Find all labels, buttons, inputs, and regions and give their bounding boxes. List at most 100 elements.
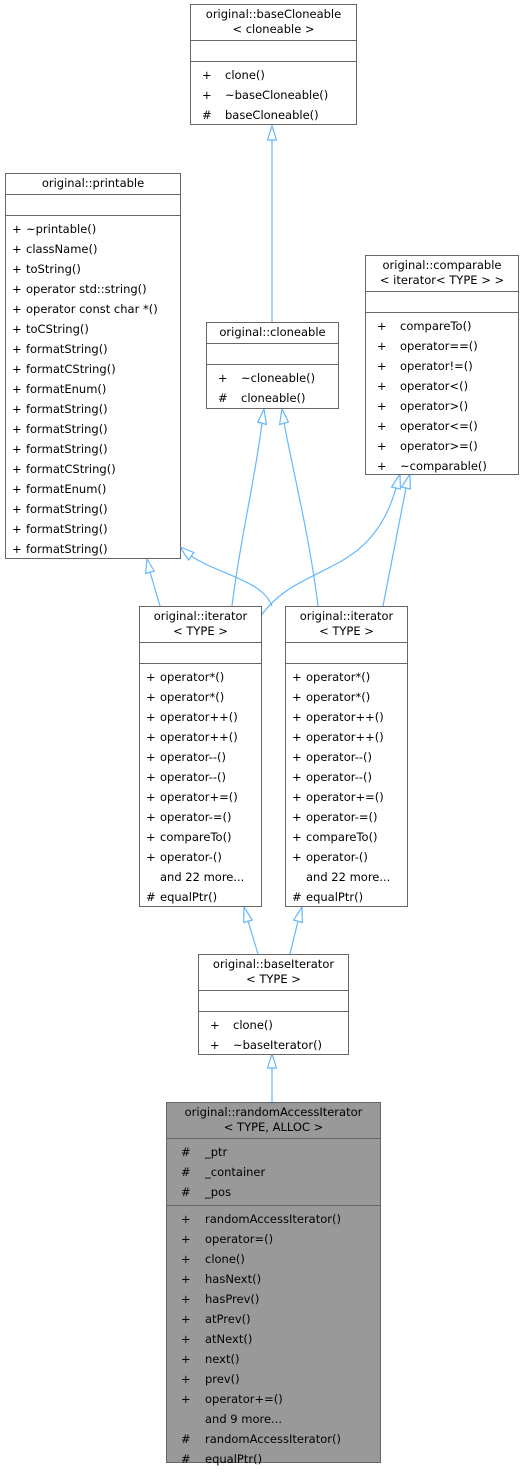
class-cloneable[interactable]: original::cloneable+~cloneable()#cloneab… [206, 322, 339, 409]
method-row[interactable]: +atPrev() [167, 1309, 380, 1329]
method-row[interactable]: #cloneable() [207, 388, 338, 408]
member-name: operator-=() [306, 810, 378, 824]
method-row[interactable]: +~baseIterator() [199, 1035, 348, 1055]
method-row[interactable]: +operator*() [140, 667, 261, 687]
method-row[interactable]: +operator-=() [286, 807, 407, 827]
method-row[interactable]: +operator std::string() [6, 279, 180, 299]
method-row[interactable]: +operator>() [366, 396, 518, 416]
method-row[interactable]: +formatString() [6, 339, 180, 359]
method-row[interactable]: +operator++() [140, 707, 261, 727]
method-row[interactable]: +clone() [167, 1249, 380, 1269]
class-baseIterator[interactable]: original::baseIterator< TYPE >+clone()+~… [198, 954, 349, 1055]
method-row[interactable]: +operator--() [286, 747, 407, 767]
method-row[interactable]: +operator++() [286, 727, 407, 747]
method-row[interactable]: +operator+=() [167, 1389, 380, 1409]
template-params: < iterator< TYPE > > [379, 273, 505, 287]
method-row[interactable]: #equalPtr() [286, 887, 407, 907]
method-row[interactable]: +operator--() [140, 767, 261, 787]
class-title: original::comparable< iterator< TYPE > > [366, 256, 518, 292]
method-row[interactable]: +operator<() [366, 376, 518, 396]
method-row[interactable]: +operator*() [140, 687, 261, 707]
method-row[interactable]: #randomAccessIterator() [167, 1429, 380, 1449]
method-row[interactable]: +~baseCloneable() [191, 85, 356, 105]
method-row[interactable]: #equalPtr() [140, 887, 261, 907]
member-name: hasNext() [205, 1272, 262, 1286]
method-row[interactable]: +operator--() [286, 767, 407, 787]
method-row[interactable]: +toString() [6, 259, 180, 279]
method-row[interactable]: +formatString() [6, 539, 180, 559]
visibility-marker: # [181, 1432, 191, 1446]
member-name: operator--() [160, 770, 226, 784]
method-row[interactable]: +formatCString() [6, 359, 180, 379]
method-row[interactable]: +next() [167, 1349, 380, 1369]
method-row[interactable]: +operator-() [286, 847, 407, 867]
method-row[interactable]: +operator==() [366, 336, 518, 356]
method-row[interactable]: +formatString() [6, 439, 180, 459]
method-row[interactable]: +operator const char *() [6, 299, 180, 319]
method-row[interactable]: +formatEnum() [6, 479, 180, 499]
class-randomAccessIterator[interactable]: original::randomAccessIterator< TYPE, AL… [166, 1102, 381, 1466]
method-row[interactable]: and 9 more... [167, 1409, 380, 1429]
class-printable[interactable]: original::printable+~printable()+classNa… [5, 173, 181, 559]
member-name: prev() [205, 1372, 240, 1386]
arrowhead-comparable-a [390, 472, 402, 490]
edge-iterator1-to-comparable [259, 487, 397, 618]
method-row[interactable]: +className() [6, 239, 180, 259]
class-name: original::printable [41, 176, 145, 190]
member-name: formatEnum() [26, 482, 107, 496]
method-row[interactable]: +operator<=() [366, 416, 518, 436]
method-row[interactable]: +compareTo() [286, 827, 407, 847]
member-name: operator==() [400, 339, 478, 353]
method-row[interactable]: +operator-() [140, 847, 261, 867]
method-row[interactable]: +prev() [167, 1369, 380, 1389]
method-row[interactable]: +operator+=() [286, 787, 407, 807]
visibility-marker: + [146, 750, 156, 764]
method-row[interactable]: +operator=() [167, 1229, 380, 1249]
method-row[interactable]: +hasPrev() [167, 1289, 380, 1309]
attribute-row[interactable]: #_ptr [167, 1142, 380, 1162]
method-row[interactable]: +formatString() [6, 519, 180, 539]
class-baseCloneable[interactable]: original::baseCloneable< cloneable >+clo… [190, 4, 357, 125]
method-row[interactable]: +randomAccessIterator() [167, 1209, 380, 1229]
method-row[interactable]: +operator*() [286, 687, 407, 707]
method-row[interactable]: +formatEnum() [6, 379, 180, 399]
method-row[interactable]: +operator+=() [140, 787, 261, 807]
visibility-marker: + [181, 1332, 191, 1346]
method-row[interactable]: +formatString() [6, 399, 180, 419]
attribute-row[interactable]: #_container [167, 1162, 380, 1182]
method-row[interactable]: +hasNext() [167, 1269, 380, 1289]
method-row[interactable]: +operator-=() [140, 807, 261, 827]
member-name: toString() [26, 262, 81, 276]
member-name: formatString() [26, 522, 108, 536]
methods-section: +operator*()+operator*()+operator++()+op… [140, 664, 261, 910]
method-row[interactable]: +atNext() [167, 1329, 380, 1349]
method-row[interactable]: +operator*() [286, 667, 407, 687]
method-row[interactable]: +operator++() [140, 727, 261, 747]
method-row[interactable]: +compareTo() [140, 827, 261, 847]
method-row[interactable]: +operator>=() [366, 436, 518, 456]
method-row[interactable]: +~printable() [6, 219, 180, 239]
class-comparable[interactable]: original::comparable< iterator< TYPE > >… [365, 255, 519, 475]
class-iterator-2[interactable]: original::iterator< TYPE >+operator*()+o… [285, 606, 408, 907]
method-row[interactable]: +operator--() [140, 747, 261, 767]
attribute-row[interactable]: #_pos [167, 1182, 380, 1202]
method-row[interactable]: +operator!=() [366, 356, 518, 376]
method-row[interactable]: and 22 more... [286, 867, 407, 887]
member-name: ~baseIterator() [233, 1038, 323, 1052]
method-row[interactable]: +~comparable() [366, 456, 518, 476]
method-row[interactable]: +operator++() [286, 707, 407, 727]
class-iterator-1[interactable]: original::iterator< TYPE >+operator*()+o… [139, 606, 262, 907]
method-row[interactable]: +compareTo() [366, 316, 518, 336]
method-row[interactable]: #baseCloneable() [191, 105, 356, 125]
method-row[interactable]: +formatCString() [6, 459, 180, 479]
method-row[interactable]: +toCString() [6, 319, 180, 339]
method-row[interactable]: +~cloneable() [207, 368, 338, 388]
method-row[interactable]: +formatString() [6, 499, 180, 519]
method-row[interactable]: #equalPtr() [167, 1449, 380, 1469]
member-name: operator const char *() [26, 302, 158, 316]
method-row[interactable]: +formatString() [6, 419, 180, 439]
method-row[interactable]: and 22 more... [140, 867, 261, 887]
method-row[interactable]: +clone() [191, 65, 356, 85]
method-row[interactable]: +clone() [199, 1015, 348, 1035]
template-params: < TYPE > [319, 624, 374, 638]
